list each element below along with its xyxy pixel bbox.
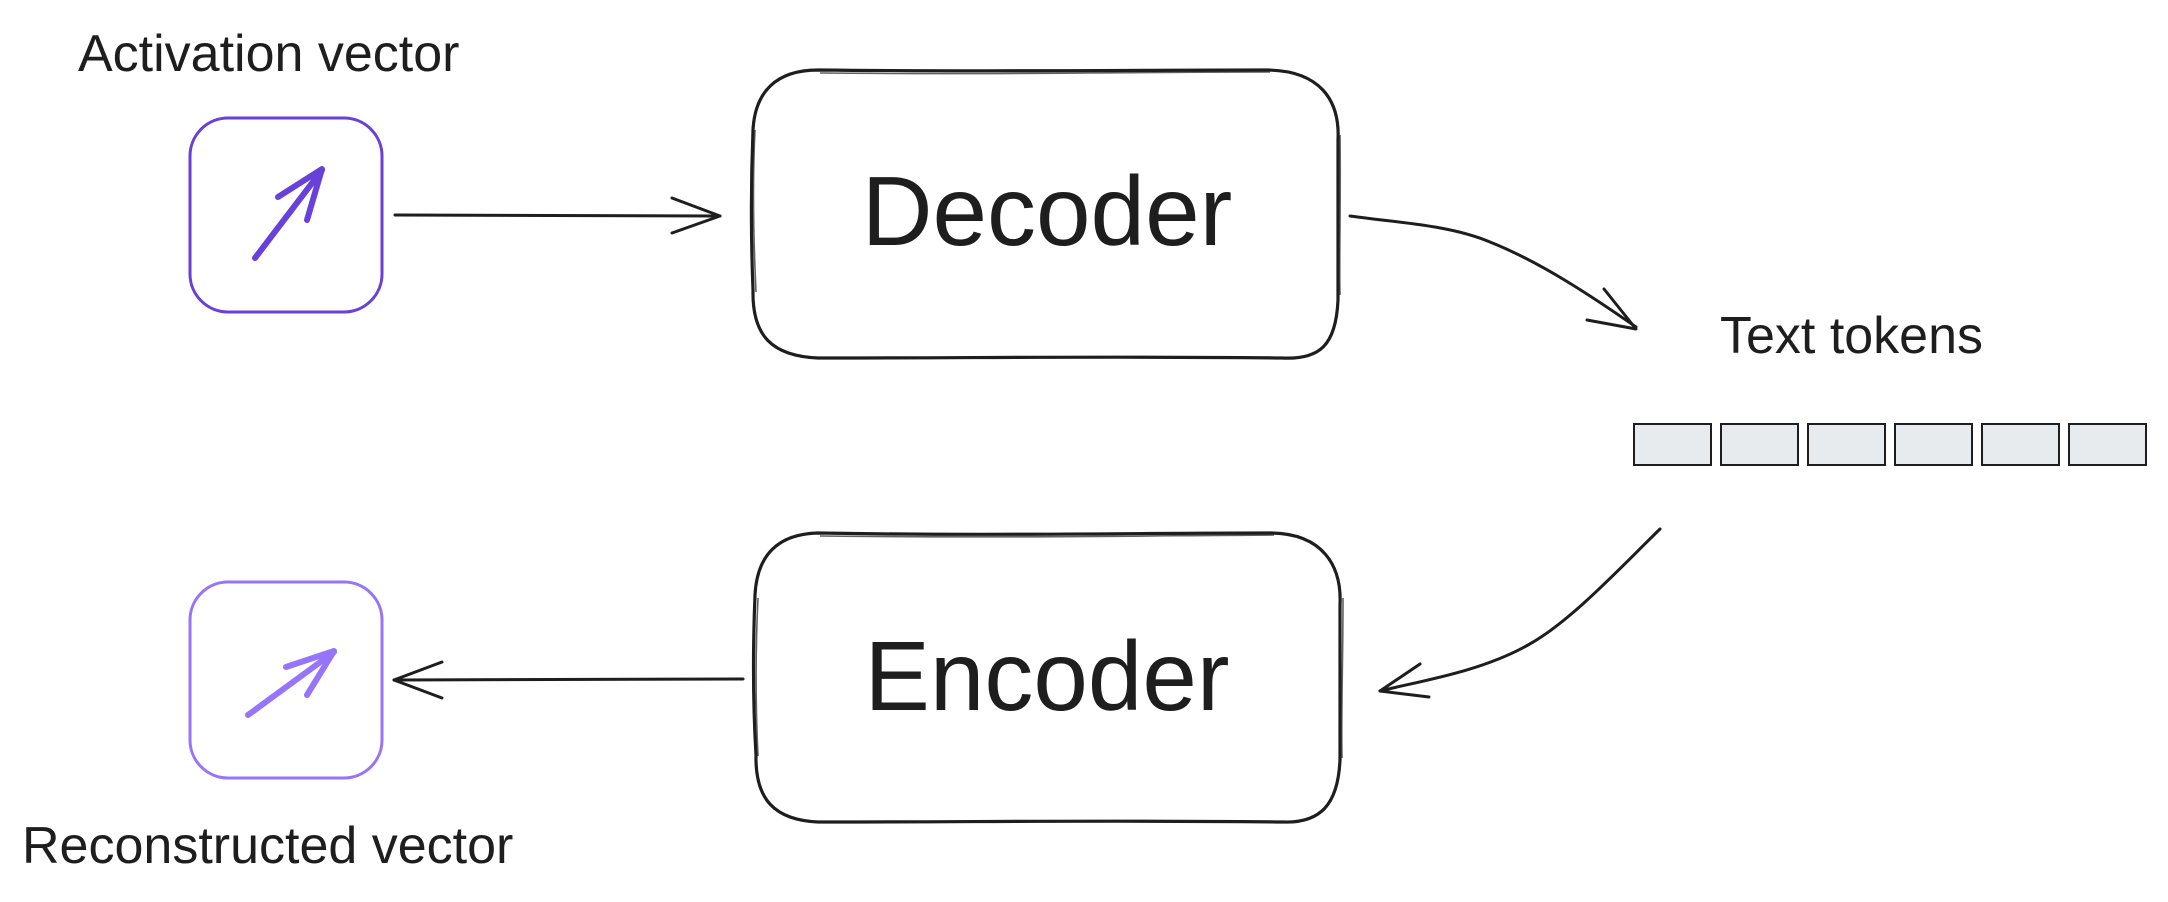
arrow-decoder-to-tokens: [1348, 214, 1638, 331]
arrow-encoder-to-reconstructed: [392, 660, 745, 700]
text-token-cell: [1981, 423, 2060, 466]
decoder-box: [749, 68, 1342, 360]
arrow-tokens-to-encoder: [1378, 527, 1662, 699]
text-token-cell: [2068, 423, 2147, 466]
reconstructed-vector-label: Reconstructed vector: [22, 817, 514, 875]
encoder-box: [752, 531, 1344, 824]
text-token-cell: [1894, 423, 1973, 466]
activation-vector-label: Activation vector: [78, 25, 460, 83]
decoder-label: Decoder: [861, 156, 1233, 266]
activation-vector-icon: [188, 116, 384, 314]
encoder-label: Encoder: [864, 621, 1230, 731]
text-token-cell: [1633, 423, 1712, 466]
text-token-cell: [1807, 423, 1886, 466]
reconstructed-vector-icon: [188, 580, 384, 780]
text-token-cell: [1720, 423, 1799, 466]
arrow-activation-to-decoder: [393, 196, 722, 235]
text-tokens-label: Text tokens: [1720, 307, 1984, 365]
